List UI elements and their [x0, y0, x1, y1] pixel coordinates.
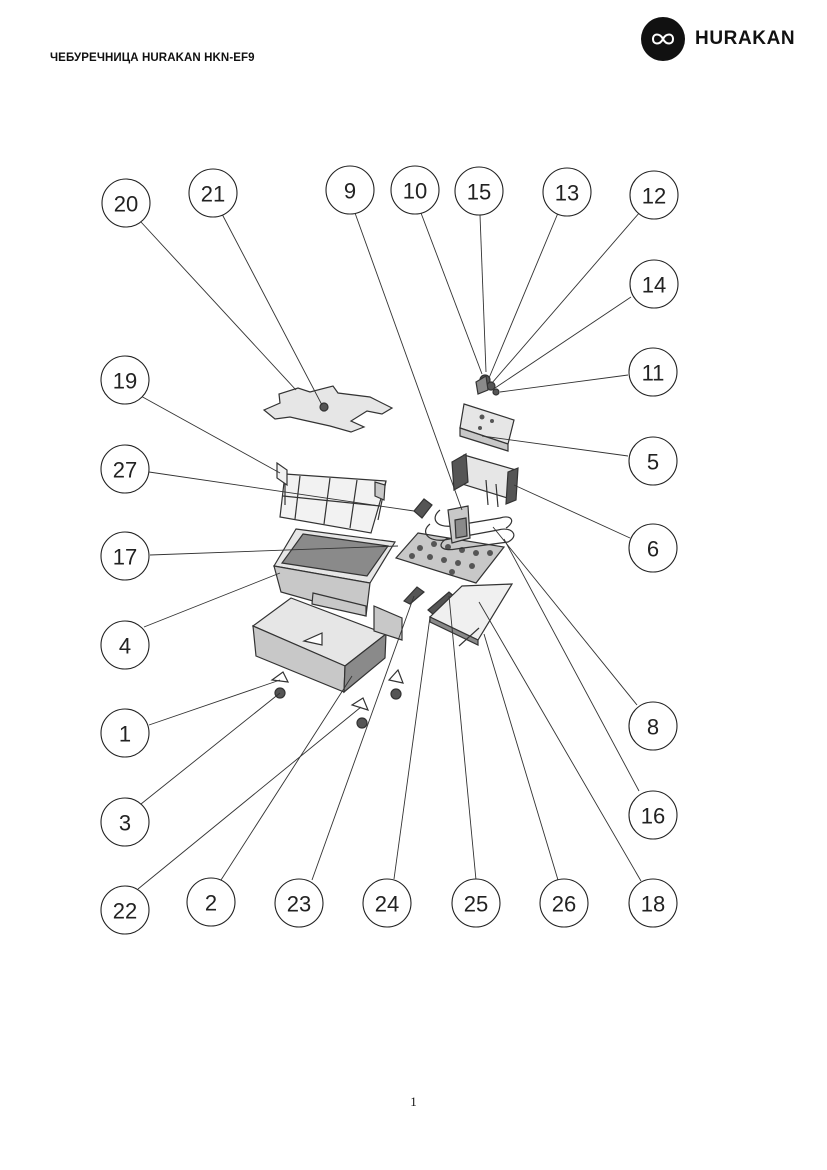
- callout-25: 25: [451, 878, 501, 928]
- callout-14: 14: [629, 259, 679, 309]
- page-number: 1: [410, 1094, 417, 1109]
- part-housing: [251, 597, 403, 694]
- callout-20: 20: [101, 178, 151, 228]
- svg-text:2: 2: [205, 891, 217, 916]
- svg-text:23: 23: [287, 892, 311, 917]
- part-heating-element: [425, 505, 515, 551]
- svg-text:27: 27: [113, 458, 137, 483]
- callout-27: 27: [100, 444, 150, 494]
- svg-text:22: 22: [113, 899, 137, 924]
- svg-text:3: 3: [119, 811, 131, 836]
- callout-3: 3: [100, 797, 150, 847]
- part-drip-tray: [428, 583, 514, 647]
- leader-lines: [137, 211, 642, 890]
- svg-text:21: 21: [201, 182, 225, 207]
- svg-text:5: 5: [647, 450, 659, 475]
- callout-13: 13: [542, 167, 592, 217]
- part-control-panel: [459, 403, 515, 452]
- callout-16: 16: [628, 790, 678, 840]
- part-clip: [413, 498, 433, 519]
- part-grid-plate: [394, 532, 506, 584]
- svg-text:15: 15: [467, 180, 491, 205]
- svg-text:9: 9: [344, 179, 356, 204]
- svg-text:26: 26: [552, 892, 576, 917]
- part-basket: [276, 461, 387, 534]
- svg-text:12: 12: [642, 184, 666, 209]
- svg-text:19: 19: [113, 369, 137, 394]
- svg-text:25: 25: [464, 892, 488, 917]
- brand-name: HURAKAN: [695, 28, 796, 49]
- svg-text:1: 1: [119, 722, 131, 747]
- svg-text:4: 4: [119, 634, 131, 659]
- part-control-housing: [451, 453, 519, 508]
- svg-text:11: 11: [642, 361, 665, 386]
- callout-9: 9: [325, 165, 375, 215]
- document-title: ЧЕБУРЕЧНИЦА HURAKAN HKN-EF9: [50, 52, 255, 64]
- svg-text:6: 6: [647, 537, 659, 562]
- infinity-logo-icon: [641, 17, 685, 61]
- callout-4: 4: [100, 620, 150, 670]
- callout-12: 12: [629, 170, 679, 220]
- callout-15: 15: [454, 166, 504, 216]
- part-tank: [273, 528, 396, 617]
- callout-21: 21: [188, 168, 238, 218]
- parts-illustration: [251, 374, 519, 729]
- callout-5: 5: [628, 436, 678, 486]
- callout-6: 6: [628, 523, 678, 573]
- callout-18: 18: [628, 878, 678, 928]
- svg-text:13: 13: [555, 181, 579, 206]
- part-scraper: [403, 586, 425, 605]
- part-knob-assembly: [475, 374, 500, 396]
- svg-text:16: 16: [641, 804, 665, 829]
- callout-22: 22: [100, 885, 150, 935]
- callout-10: 10: [390, 165, 440, 215]
- callout-23: 23: [274, 878, 324, 928]
- svg-text:14: 14: [642, 273, 666, 298]
- callout-26: 26: [539, 878, 589, 928]
- svg-text:17: 17: [113, 545, 137, 570]
- callout-19: 19: [100, 355, 150, 405]
- callout-24: 24: [362, 878, 412, 928]
- svg-text:8: 8: [647, 715, 659, 740]
- callout-17: 17: [100, 531, 150, 581]
- svg-text:20: 20: [114, 192, 138, 217]
- svg-text:18: 18: [641, 892, 665, 917]
- callout-8: 8: [628, 701, 678, 751]
- svg-text:24: 24: [375, 892, 399, 917]
- brand-logo: HURAKAN: [641, 17, 795, 61]
- callout-11: 11: [628, 347, 678, 397]
- svg-text:10: 10: [403, 179, 427, 204]
- callout-1: 1: [100, 708, 150, 758]
- callout-2: 2: [186, 877, 236, 927]
